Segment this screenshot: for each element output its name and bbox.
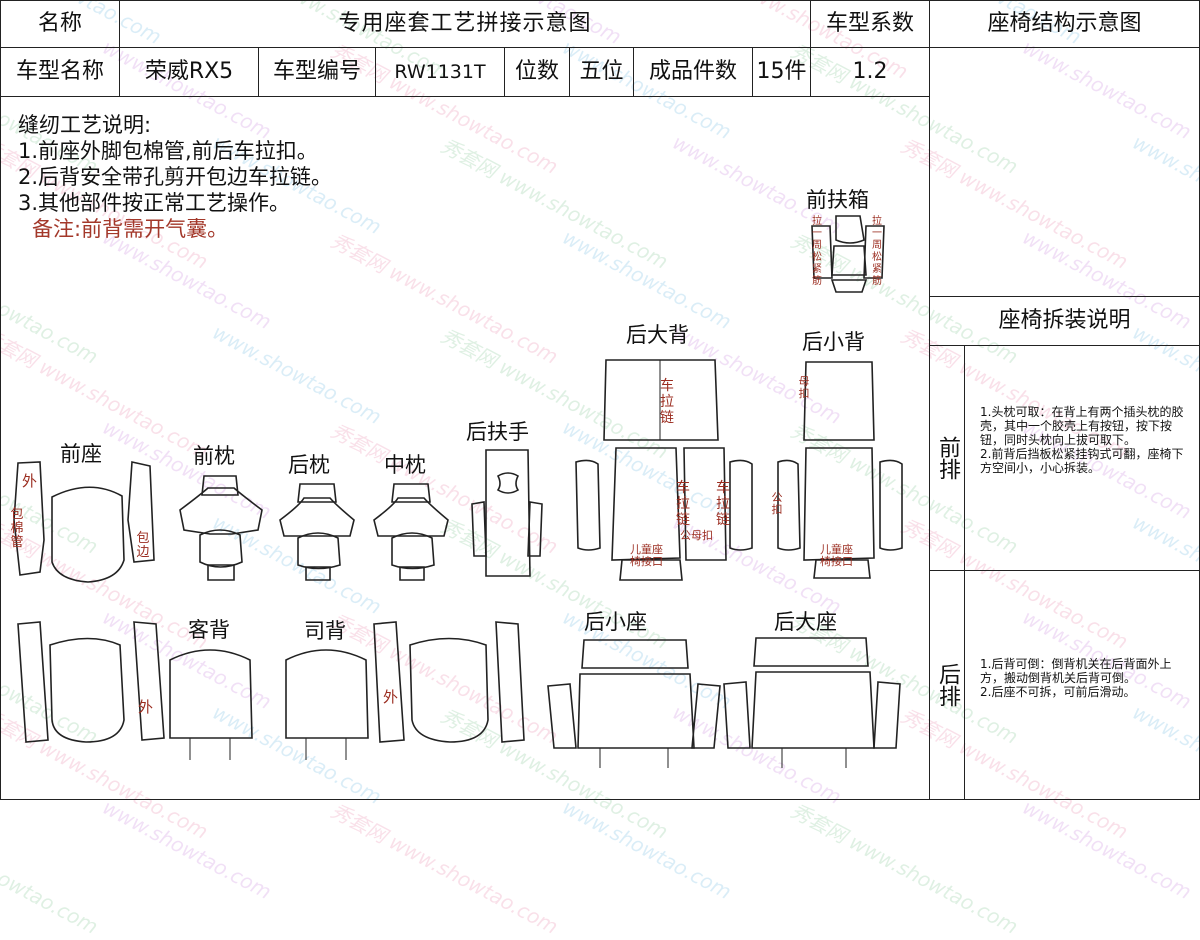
label-front-armbox: 前扶箱 bbox=[806, 188, 869, 212]
coef-value: 1.2 bbox=[852, 59, 888, 84]
label-rear-pillow: 后枕 bbox=[288, 453, 330, 477]
mark-che-la-lian-left: 车拉链 bbox=[676, 480, 690, 528]
struct-title: 座椅结构示意图 bbox=[987, 11, 1142, 36]
label-front-seat: 前座 bbox=[60, 442, 102, 466]
mark-child-seat-2b: 椅接口 bbox=[820, 555, 853, 568]
mark-child-seat-2a: 椅接口 bbox=[630, 555, 663, 568]
mark-gong-mu-kou: 公母扣 bbox=[680, 529, 713, 542]
label-passenger-back: 客背 bbox=[188, 618, 230, 642]
mark-che-la-lian-right: 车拉链 bbox=[716, 480, 730, 528]
rear-small-seat-pattern bbox=[547, 639, 721, 768]
front-row-label-cell: 前排 bbox=[929, 345, 965, 571]
notes-line-1: 1.前座外脚包棉管,前后车拉扣。 bbox=[18, 139, 318, 163]
notes-line-3: 3.其他部件按正常工艺操作。 bbox=[18, 191, 291, 215]
model-code-label: 车型编号 bbox=[272, 59, 361, 84]
disassembly-title: 座椅拆装说明 bbox=[998, 308, 1131, 333]
front-row-text: 1.头枕可取：在背上有两个插头枕的胶壳，其中一个胶壳上有按钮，按下按钮，同时头枕… bbox=[980, 405, 1184, 475]
seats-value: 五位 bbox=[579, 59, 624, 84]
rear-row-label: 后排 bbox=[935, 663, 960, 707]
name-label: 名称 bbox=[37, 11, 82, 36]
watermark-text: www.showtao.com bbox=[98, 795, 276, 905]
coef-label: 车型系数 bbox=[825, 11, 914, 36]
mark-wai-front-seat: 外 bbox=[22, 472, 38, 490]
label-rear-big-seat: 后大座 bbox=[774, 610, 837, 634]
rear-pillow-pattern bbox=[279, 483, 355, 581]
label-rear-armrest: 后扶手 bbox=[466, 420, 529, 444]
watermark-text: 秀套网 www.showtao.com bbox=[0, 799, 103, 939]
watermark-text: 秀套网 www.showtao.com bbox=[786, 798, 1023, 939]
watermark-text: 秀套网 www.showtao.com bbox=[326, 798, 563, 939]
rear-small-back-pattern bbox=[777, 361, 903, 579]
label-rear-big-back: 后大背 bbox=[626, 323, 689, 347]
mark-gong-kou: 公扣 bbox=[771, 491, 783, 516]
notes-remark: 备注:前背需开气囊。 bbox=[32, 217, 229, 241]
mid-pillow-pattern bbox=[373, 483, 449, 581]
front-row-label: 前排 bbox=[935, 436, 960, 480]
model-name: 荣威RX5 bbox=[144, 59, 234, 84]
notes-line-2: 2.后背安全带孔剪开包边车拉链。 bbox=[18, 165, 333, 189]
label-driver-back: 司背 bbox=[304, 619, 346, 643]
page-title: 专用座套工艺拼接示意图 bbox=[338, 11, 592, 36]
pattern-drawings bbox=[13, 215, 903, 768]
struct-image-cell bbox=[929, 47, 1200, 297]
sewing-notes: 缝纫工艺说明: 1.前座外脚包棉管,前后车拉扣。 2.后背安全带孔剪开包边车拉链… bbox=[18, 112, 332, 242]
struct-title-cell: 座椅结构示意图 bbox=[929, 0, 1200, 48]
mark-wai-driver: 外 bbox=[383, 688, 399, 706]
pieces-value: 15件 bbox=[756, 59, 807, 84]
model-name-label: 车型名称 bbox=[15, 59, 104, 84]
mark-bao-bian: 包边 bbox=[136, 531, 150, 560]
mark-bao-mian-guan: 包棉管 bbox=[10, 507, 24, 550]
mark-la-zhou-left: 拉一周松紧筋 bbox=[812, 216, 822, 287]
rear-big-seat-pattern bbox=[723, 637, 901, 768]
label-mid-pillow: 中枕 bbox=[384, 453, 426, 477]
rear-row-text: 1.后背可倒：倒背机关在后背面外上方，搬动倒背机关后背可倒。 2.后座不可拆，可… bbox=[980, 657, 1172, 699]
label-rear-small-back: 后小背 bbox=[802, 330, 865, 354]
driver-back-pattern bbox=[285, 621, 525, 760]
passenger-back-pattern bbox=[17, 621, 253, 760]
model-code: RW1131T bbox=[394, 60, 486, 83]
mark-child-seat-1b: 儿童座 bbox=[820, 543, 853, 556]
mark-la-zhou-right: 拉一周松紧筋 bbox=[872, 216, 882, 287]
front-seat-pattern bbox=[13, 461, 155, 583]
watermark-text: www.showtao.com bbox=[1018, 795, 1196, 905]
pieces-label: 成品件数 bbox=[648, 59, 737, 84]
mark-mu-kou: 母扣 bbox=[798, 375, 810, 400]
mark-wai-passenger: 外 bbox=[138, 698, 154, 716]
mark-child-seat-1a: 儿童座 bbox=[630, 543, 663, 556]
notes-heading: 缝纫工艺说明: bbox=[18, 113, 152, 137]
rear-row-label-cell: 后排 bbox=[929, 570, 965, 800]
disassembly-title-cell: 座椅拆装说明 bbox=[929, 296, 1200, 346]
seats-label: 位数 bbox=[514, 59, 559, 84]
label-rear-small-seat: 后小座 bbox=[584, 610, 647, 634]
rear-big-back-pattern bbox=[575, 359, 753, 581]
rear-armrest-pattern bbox=[471, 449, 543, 577]
watermark-text: www.showtao.com bbox=[558, 795, 736, 905]
label-front-pillow: 前枕 bbox=[193, 444, 235, 468]
front-armbox-pattern bbox=[811, 215, 885, 293]
front-pillow-pattern bbox=[179, 475, 263, 581]
mark-che-la-lian-top: 车拉链 bbox=[660, 378, 674, 426]
